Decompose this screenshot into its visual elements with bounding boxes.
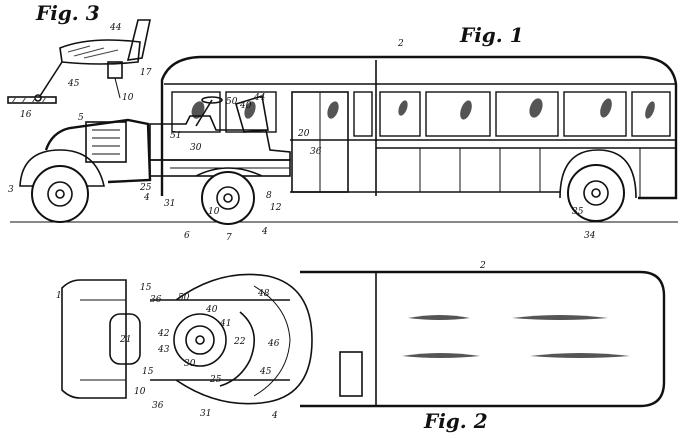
fig2-ref: 4: [271, 411, 278, 421]
frame-rails: [150, 299, 290, 381]
fig2-ref: 15: [140, 283, 152, 293]
tractor-rear-wheel: [201, 171, 255, 225]
fig1-side-view: Fig. 1: [8, 23, 678, 243]
fig2-ref: 1: [56, 291, 62, 301]
fig3-ref: 16: [20, 110, 32, 120]
fig3-pedal-rod: [39, 61, 63, 97]
fig2-plan-view: Fig. 2 2 1 15 36 50 48 40 41 21 22 42: [56, 261, 666, 433]
fig1-ref: 3: [8, 185, 14, 195]
fig1-ref: 36: [310, 147, 322, 157]
fig2-ref: 42: [157, 329, 170, 339]
fig3-seat-cushion: [59, 39, 141, 65]
trailer-window: [425, 91, 491, 137]
tractor-rear-fender: [195, 167, 263, 177]
driver-compartment: [149, 115, 291, 161]
fig2-ref: 2: [479, 261, 486, 271]
driver-seat: [235, 94, 269, 133]
coupling-arc: [219, 311, 256, 387]
fig3-ref: 44: [109, 23, 122, 33]
fig2-ref: 50: [178, 293, 190, 303]
fig2-ref: 40: [205, 305, 218, 315]
fig1-ref: 4: [143, 193, 150, 203]
fig3-ref: 45: [67, 79, 80, 89]
fig1-ref: 7: [226, 233, 232, 243]
fig2-ref: 43: [157, 345, 170, 355]
fig3-detail: Fig. 3 44 17 45 16 10: [7, 1, 152, 120]
steering-column: [195, 99, 213, 127]
trailer-plan-body: [300, 270, 666, 408]
fig2-ref: 46: [267, 339, 280, 349]
fig1-ref: 51: [170, 131, 181, 141]
fig2-ref: 48: [257, 289, 270, 299]
fig2-ref: 10: [134, 387, 146, 397]
fig1-ref: 44: [253, 93, 266, 103]
trailer-window: [353, 91, 373, 137]
fig1-ref: 4: [261, 227, 268, 237]
fig1-ref: 5: [78, 113, 84, 123]
fig1-ref: 30: [190, 143, 202, 153]
fig1-label: Fig. 1: [459, 23, 524, 47]
tractor-hood: [44, 118, 152, 184]
fig1-ref: 34: [584, 231, 596, 241]
fig2-ref: 30: [184, 359, 196, 369]
fig1-ref: 40: [239, 101, 252, 111]
fig3-ref: 10: [122, 93, 134, 103]
front-fender: [19, 149, 105, 187]
fig2-ref: 36: [152, 401, 164, 411]
fig2-ref: 31: [200, 409, 211, 419]
fig2-ref: 22: [233, 337, 246, 347]
tractor-plan-front: [61, 279, 127, 399]
trailer-window: [495, 91, 559, 137]
trailer-wheel: [567, 164, 625, 222]
fig3-seat-back: [126, 19, 151, 61]
turntable-inner: [185, 325, 215, 355]
rear-wheel-well: [559, 149, 637, 199]
fig3-ref: 17: [140, 68, 152, 78]
fig1-ref: 10: [208, 207, 220, 217]
fig1-ref: 20: [297, 129, 310, 139]
trailer-window: [563, 91, 627, 137]
fig2-ref: 15: [142, 367, 154, 377]
fig1-ref: 12: [270, 203, 282, 213]
fig2-label: Fig. 2: [423, 409, 488, 433]
fig1-ref: 2: [397, 39, 404, 49]
turntable-outer: [173, 313, 227, 367]
fig2-ref: 45: [259, 367, 272, 377]
steering-wheel: [201, 96, 223, 104]
fig2-ref: 41: [219, 319, 231, 329]
trailer-body-outline: [160, 55, 678, 200]
trailer-plan-door: [339, 351, 363, 397]
front-wheel: [31, 165, 89, 223]
fig1-ref: 50: [226, 97, 238, 107]
fig2-ref: 21: [119, 335, 131, 345]
fig1-ref: 35: [572, 207, 584, 217]
fig2-ref: 36: [150, 295, 162, 305]
tractor-engine-cover: [85, 121, 127, 163]
fig1-ref: 8: [266, 191, 272, 201]
tractor-plan-cab: [109, 313, 141, 365]
fig1-ref: 31: [164, 199, 175, 209]
fig1-ref: 6: [184, 231, 190, 241]
fifth-wheel-outline: [175, 273, 313, 405]
fig1-ref: 25: [139, 183, 152, 193]
fig3-label: Fig. 3: [35, 1, 100, 25]
fig2-ref: 25: [209, 375, 222, 385]
